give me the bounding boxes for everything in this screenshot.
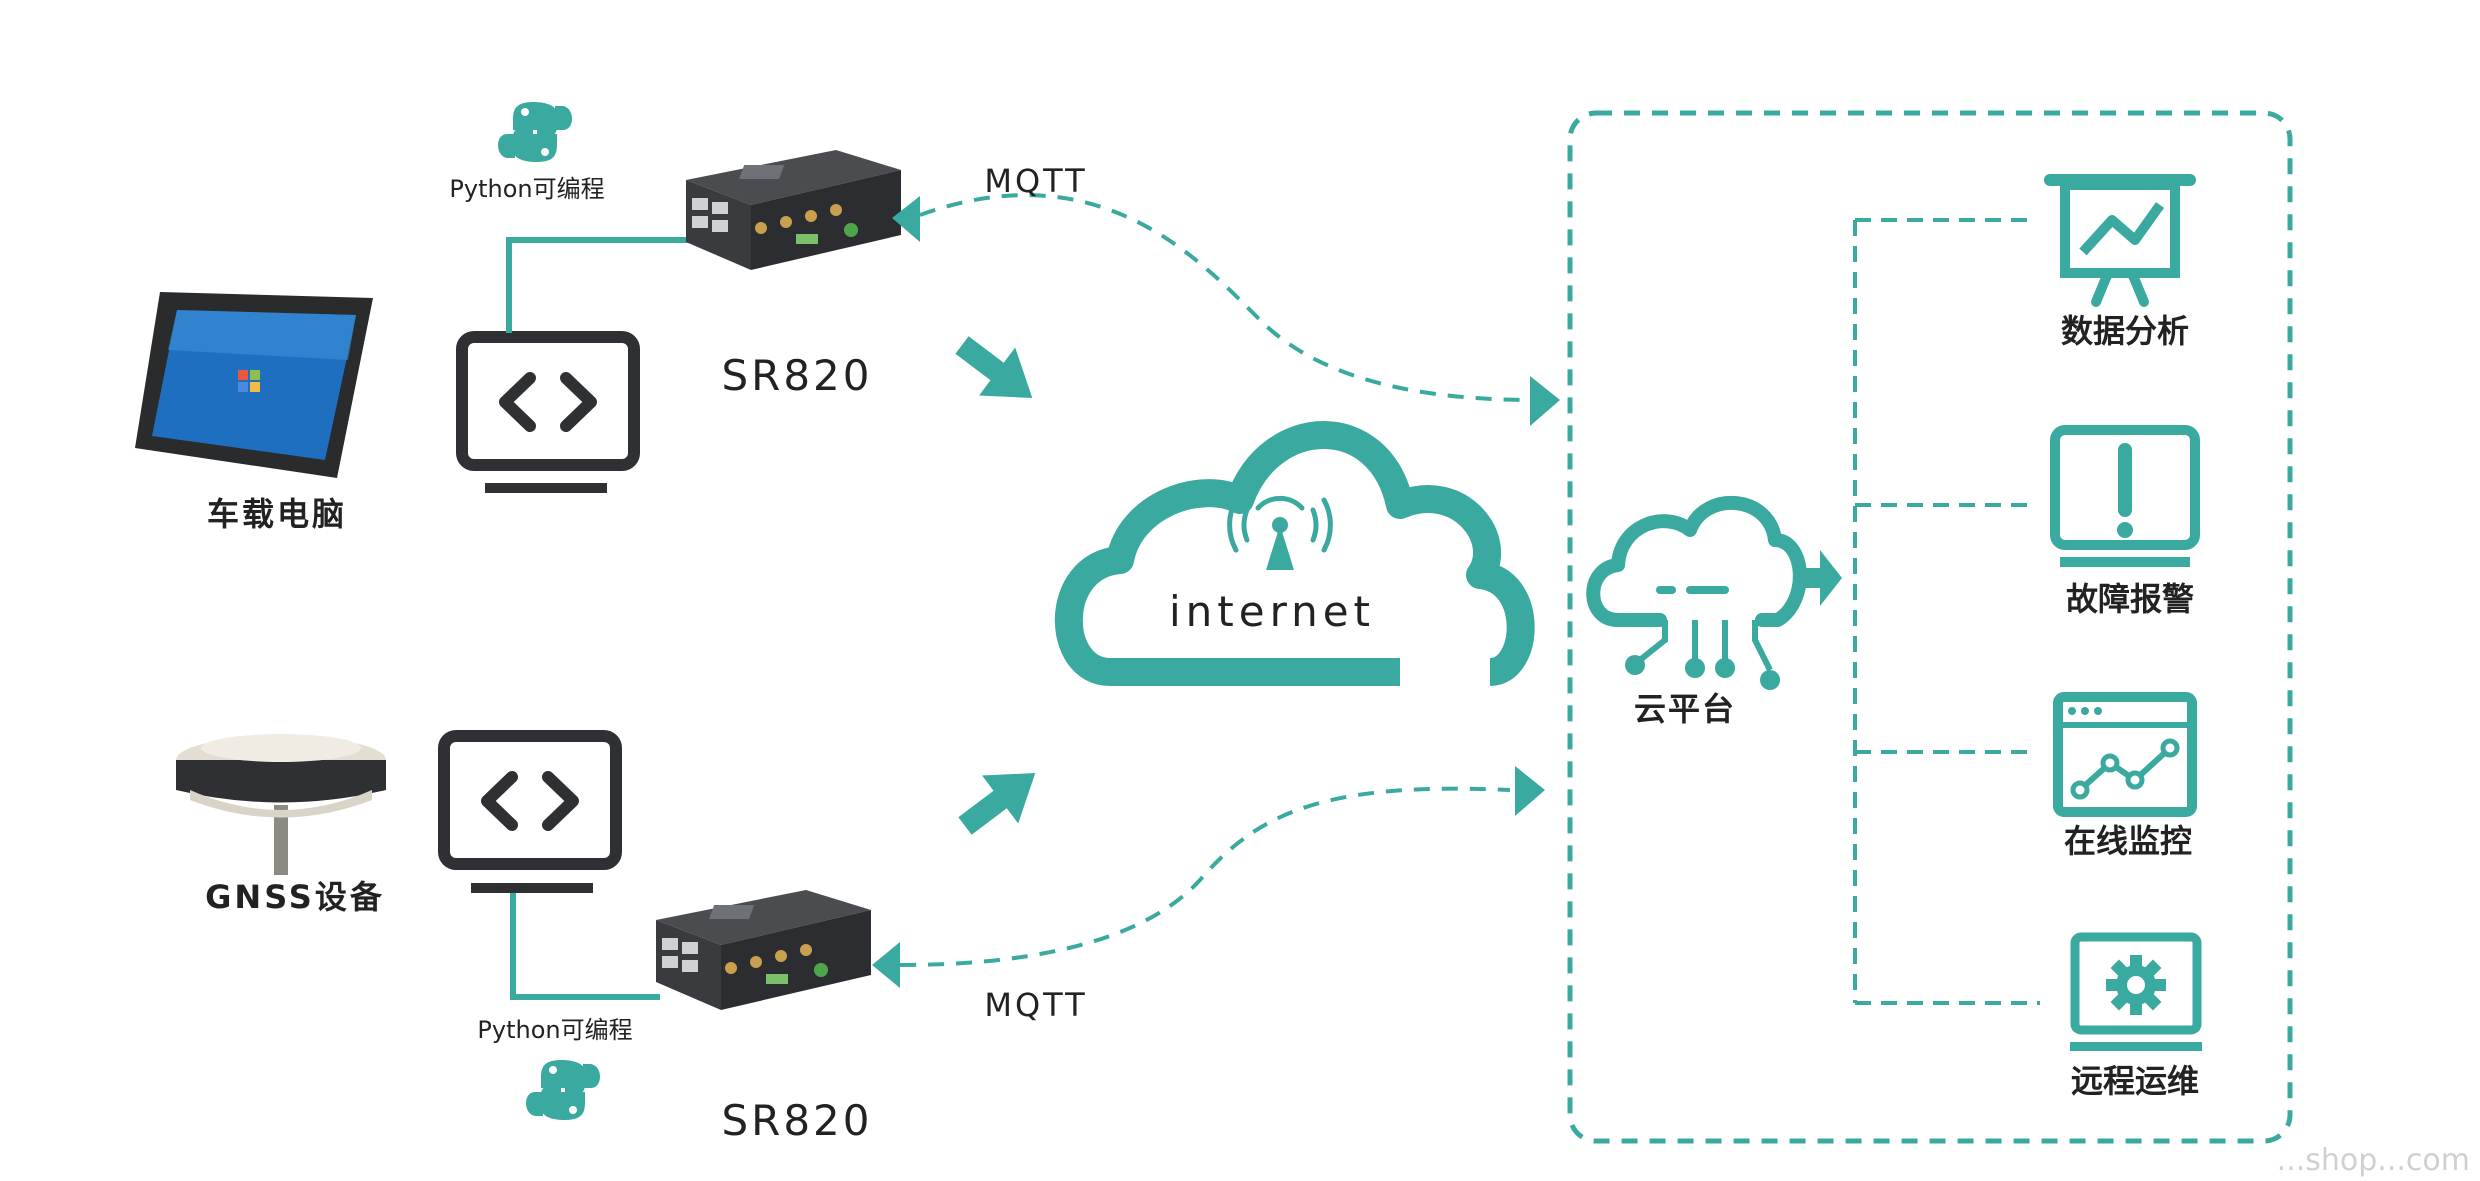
monitor-line-chart-icon <box>2053 692 2197 817</box>
mqtt-link-top <box>919 193 1536 402</box>
arrowhead-right-icon <box>1530 376 1560 426</box>
service-label-remote-om: 远程运维 <box>2071 1062 2199 1100</box>
mqtt-link-bottom <box>899 786 1511 967</box>
cloud-platform-panel <box>1567 110 2293 1144</box>
python-logo-icon <box>498 102 572 162</box>
monitor-stand-bar <box>471 883 593 893</box>
arrow-to-cloud-icon <box>943 321 1051 422</box>
service-tree-lines <box>1853 218 2040 1005</box>
watermark: ...shop...com <box>2277 1143 2470 1178</box>
service-label-data-analysis: 数据分析 <box>2061 312 2189 350</box>
router-model-top: SR820 <box>721 351 872 400</box>
code-monitor-icon <box>444 736 616 864</box>
router-icon-top <box>686 150 901 270</box>
cloud-platform-label: 云平台 <box>1634 690 1736 728</box>
vehicle-pc-label: 车载电脑 <box>207 495 347 533</box>
service-label-online-monitoring: 在线监控 <box>2064 822 2192 860</box>
router-icon-bottom <box>656 890 871 1010</box>
mqtt-label-bottom: MQTT <box>984 986 1087 1024</box>
alert-monitor-icon <box>2050 425 2200 567</box>
gnss-device-label: GNSS设备 <box>205 878 385 916</box>
service-label-fault-alarm: 故障报警 <box>2066 580 2194 618</box>
cloud-circuit-icon <box>1586 495 1807 690</box>
gear-window-icon <box>2070 932 2202 1051</box>
monitor-stand-bar <box>485 483 607 493</box>
router-model-bottom: SR820 <box>721 1096 872 1145</box>
internet-label: internet <box>1169 587 1375 636</box>
chart-presentation-icon <box>2044 174 2196 307</box>
wifi-antenna-icon <box>1227 495 1333 570</box>
python-label-bottom: Python可编程 <box>477 1016 632 1044</box>
arrow-to-cloud-icon <box>946 749 1054 850</box>
connector-line-top <box>506 237 700 333</box>
python-logo-icon <box>526 1060 600 1120</box>
arrowhead-right-icon <box>1515 766 1545 816</box>
mqtt-label-top: MQTT <box>984 162 1087 200</box>
arrowhead-left-icon <box>872 942 900 988</box>
internet-cloud-icon <box>1054 421 1535 686</box>
arrowhead-left-icon <box>892 196 920 242</box>
arrow-right-icon <box>1798 550 1842 606</box>
python-label-top: Python可编程 <box>449 175 604 203</box>
gnss-receiver-icon <box>176 734 386 875</box>
connector-line-bottom <box>510 893 660 1000</box>
tablet-pc-icon <box>135 292 373 478</box>
code-monitor-icon <box>462 337 634 465</box>
